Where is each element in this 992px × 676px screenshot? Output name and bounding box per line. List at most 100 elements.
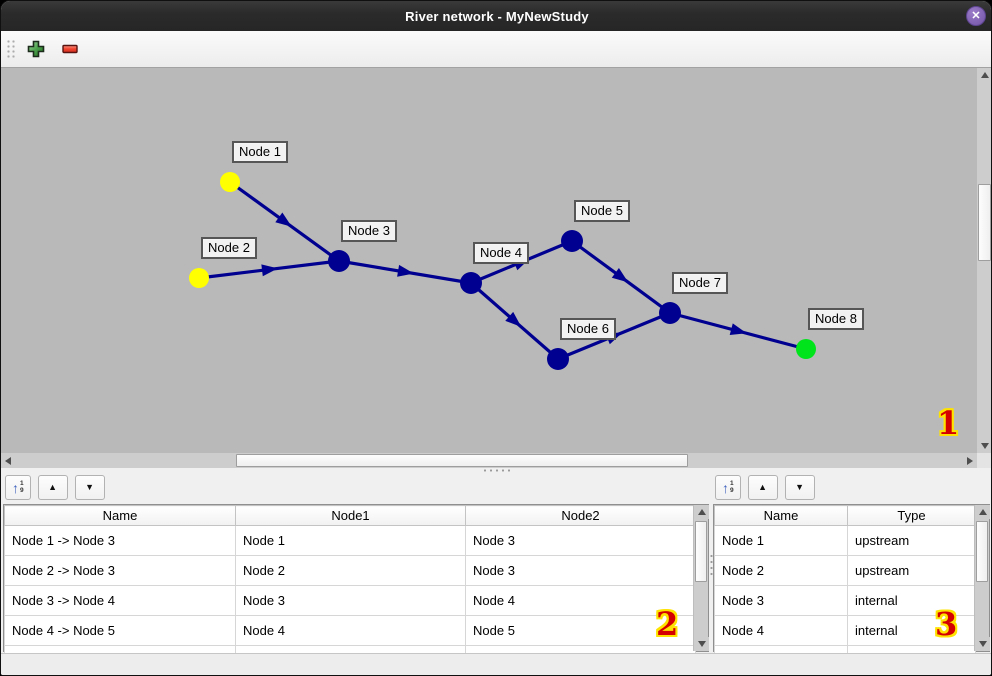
scroll-up-button[interactable]	[694, 505, 709, 519]
table-cell[interactable]: Node 5	[465, 615, 696, 646]
table-cell[interactable]: upstream	[847, 555, 976, 586]
add-button[interactable]	[23, 36, 49, 62]
scrollbar-thumb[interactable]	[695, 521, 707, 582]
table-cell[interactable]: Node 2	[235, 555, 466, 586]
table-row: Node 3 internal	[714, 585, 976, 616]
table-row: Node 3 -> Node 4 Node 3 Node 4	[4, 585, 696, 616]
scroll-left-button[interactable]	[1, 453, 15, 468]
table-cell[interactable]: Node 4	[465, 585, 696, 616]
horizontal-splitter[interactable]	[1, 468, 991, 473]
nodes-move-down-button[interactable]: ▼	[784, 475, 815, 500]
table-cell[interactable]: internal	[847, 585, 976, 616]
links-table-scrollbar[interactable]	[693, 505, 709, 651]
scroll-up-button[interactable]	[975, 505, 990, 519]
table-cell[interactable]: Node 3	[465, 555, 696, 586]
triangle-left-icon	[5, 456, 11, 465]
column-header-name[interactable]: Name	[714, 505, 848, 526]
scrollbar-thumb[interactable]	[976, 521, 988, 582]
table-cell[interactable]: Node 1	[714, 525, 848, 556]
table-cell[interactable]: internal	[847, 615, 976, 646]
scroll-down-button[interactable]	[977, 439, 991, 453]
scroll-up-button[interactable]	[977, 68, 991, 82]
node-node-1[interactable]	[220, 172, 240, 192]
nodes-move-up-button[interactable]: ▲	[747, 475, 778, 500]
table-cell[interactable]: Node 2 -> Node 3	[4, 555, 236, 586]
network-canvas[interactable]: Node 1 Node 2 Node 3 Node 4 Node 5 Node 6 Node…	[1, 68, 977, 453]
node-node-3[interactable]	[328, 250, 350, 272]
minus-icon	[62, 44, 78, 54]
scroll-down-button[interactable]	[694, 637, 709, 651]
node-label-node-3[interactable]: Node 3	[341, 220, 397, 242]
triangle-right-icon	[967, 456, 973, 465]
node-node-5[interactable]	[561, 230, 583, 252]
node-label-node-4[interactable]: Node 4	[473, 242, 529, 264]
links-table: Name Node1 Node2 Node 1 -> Node 3 Node 1…	[3, 504, 709, 653]
table-cell[interactable]: Node 3	[235, 585, 466, 616]
node-label-node-7[interactable]: Node 7	[672, 272, 728, 294]
table-cell[interactable]: Node 3 -> Node 4	[4, 585, 236, 616]
node-node-6[interactable]	[547, 348, 569, 370]
column-header-name[interactable]: Name	[4, 505, 236, 526]
scrollbar-thumb[interactable]	[236, 454, 688, 467]
column-header-node1[interactable]: Node1	[235, 505, 466, 526]
triangle-up-icon	[978, 509, 987, 515]
table-cell[interactable]: Node 3	[465, 525, 696, 556]
main-toolbar	[1, 31, 991, 68]
titlebar[interactable]: River network - MyNewStudy ✕	[1, 1, 991, 31]
table-cell[interactable]: Node 1 -> Node 3	[4, 525, 236, 556]
scroll-right-button[interactable]	[963, 453, 977, 468]
table-cell[interactable]: Node 2	[714, 555, 848, 586]
table-cell[interactable]: upstream	[847, 525, 976, 556]
scrollbar-thumb[interactable]	[978, 184, 991, 261]
remove-button[interactable]	[57, 36, 83, 62]
node-node-7[interactable]	[659, 302, 681, 324]
scrollbar-corner	[977, 453, 991, 468]
node-label-node-6[interactable]: Node 6	[560, 318, 616, 340]
table-cell[interactable]: Node 4	[714, 615, 848, 646]
node-label-node-5[interactable]: Node 5	[574, 200, 630, 222]
window-title: River network - MyNewStudy	[405, 8, 589, 24]
node-label-node-1[interactable]: Node 1	[232, 141, 288, 163]
node-node-8[interactable]	[796, 339, 816, 359]
table-cell[interactable]: Node 1	[235, 525, 466, 556]
plus-icon	[27, 40, 45, 58]
table-cell[interactable]: Node 3	[714, 585, 848, 616]
edge-arrow-icon	[261, 264, 278, 277]
toolbar-grip-handle[interactable]	[5, 38, 15, 60]
table-row: Node 1 upstream	[714, 525, 976, 556]
links-move-down-button[interactable]: ▼	[74, 475, 105, 500]
table-cell[interactable]: Node 4 -> Node 5	[4, 615, 236, 646]
node-node-2[interactable]	[189, 268, 209, 288]
table-header-row: Name Node1 Node2	[4, 505, 696, 526]
table-cell[interactable]: Node 4	[235, 615, 466, 646]
edge-arrow-icon	[505, 311, 522, 327]
column-header-node2[interactable]: Node2	[465, 505, 696, 526]
triangle-down-icon	[697, 641, 706, 647]
table-row: Node 1 -> Node 3 Node 1 Node 3	[4, 525, 696, 556]
node-node-4[interactable]	[460, 272, 482, 294]
triangle-down-icon: ▼	[85, 482, 95, 492]
status-bar	[1, 653, 991, 675]
vertical-splitter-handle[interactable]	[709, 553, 714, 579]
table-header-row: Name Type	[714, 505, 976, 526]
edge-arrow-icon	[397, 264, 414, 277]
links-move-up-button[interactable]: ▲	[37, 475, 68, 500]
scroll-down-button[interactable]	[975, 637, 990, 651]
triangle-up-icon	[981, 72, 989, 78]
canvas-horizontal-scrollbar[interactable]	[1, 453, 977, 468]
table-row: Node 4 -> Node 5 Node 4 Node 5	[4, 615, 696, 646]
node-label-node-2[interactable]: Node 2	[201, 237, 257, 259]
table-row: Node 4 internal	[714, 615, 976, 646]
column-header-type[interactable]: Type	[847, 505, 976, 526]
canvas-area: Node 1 Node 2 Node 3 Node 4 Node 5 Node 6 Node…	[1, 68, 991, 468]
nodes-table-scrollbar[interactable]	[974, 505, 990, 651]
node-label-node-8[interactable]: Node 8	[808, 308, 864, 330]
triangle-down-icon: ▼	[795, 482, 805, 492]
canvas-vertical-scrollbar[interactable]	[977, 68, 991, 453]
close-button[interactable]: ✕	[966, 6, 986, 26]
